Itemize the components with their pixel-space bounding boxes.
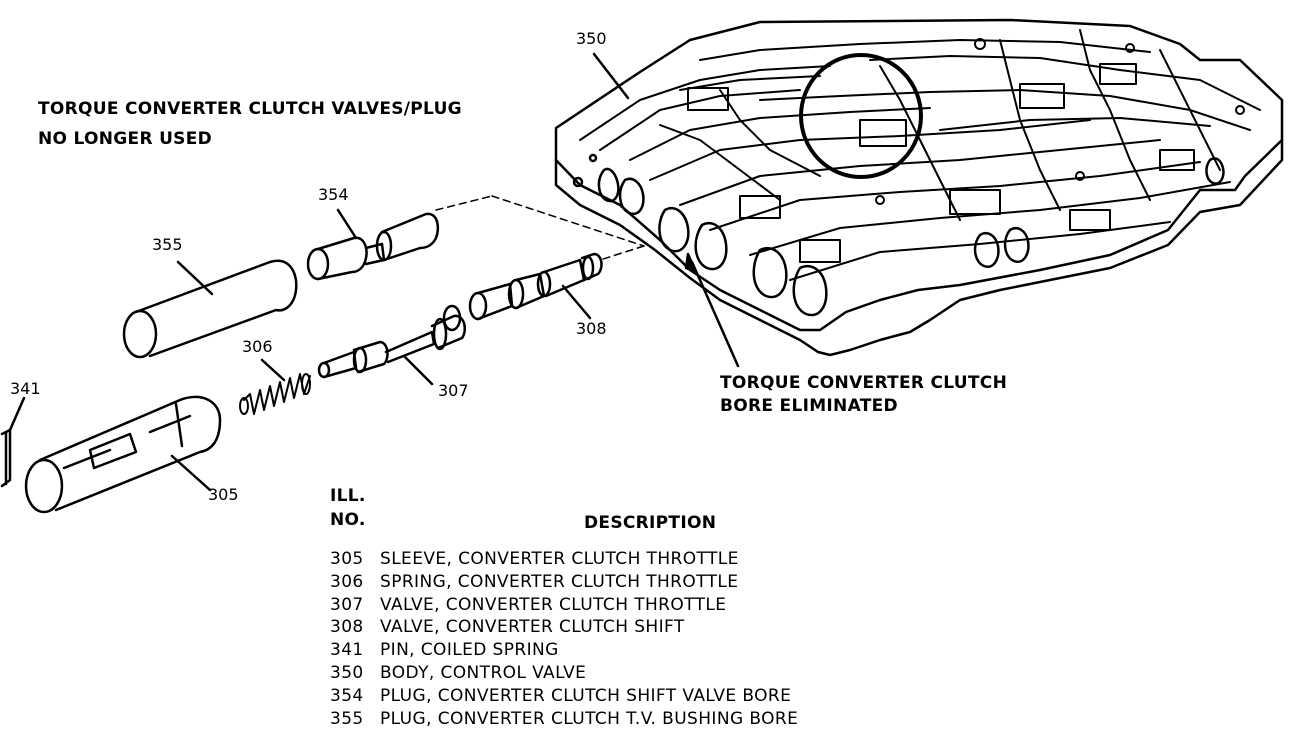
part-307-valve xyxy=(317,304,466,379)
legend-description: SLEEVE, CONVERTER CLUTCH THROTTLE xyxy=(380,549,739,569)
legend-code: 308 xyxy=(330,617,364,638)
note-bore-line2: BORE ELIMINATED xyxy=(720,396,898,416)
callout-350: 350 xyxy=(576,29,607,48)
legend-code: 354 xyxy=(330,685,364,706)
part-341-pin xyxy=(0,428,12,488)
part-355-plug xyxy=(122,259,298,359)
leader-350 xyxy=(592,52,630,100)
bore-eliminated-arrow xyxy=(684,252,740,368)
legend-code: 307 xyxy=(330,594,364,615)
legend-code: 305 xyxy=(330,549,364,569)
legend-description: PLUG, CONVERTER CLUTCH T.V. BUSHING BORE xyxy=(380,708,799,729)
callout-306: 306 xyxy=(242,337,273,356)
alignment-lines xyxy=(435,195,645,261)
note-valves-line1: TORQUE CONVERTER CLUTCH VALVES/PLUG xyxy=(38,99,462,119)
legend-row: 308 VALVE, CONVERTER CLUTCH SHIFT xyxy=(330,616,798,639)
legend-header-no: NO. xyxy=(330,510,366,530)
callout-354: 354 xyxy=(318,185,349,204)
part-354-plug xyxy=(306,212,440,281)
leader-305 xyxy=(170,454,212,492)
leader-306 xyxy=(260,358,286,382)
legend-description: PIN, COILED SPRING xyxy=(380,640,559,661)
callout-341: 341 xyxy=(10,379,41,398)
callout-308: 308 xyxy=(576,319,607,338)
legend-row: 354 PLUG, CONVERTER CLUTCH SHIFT VALVE BO… xyxy=(330,685,798,708)
legend-code: 341 xyxy=(330,640,364,661)
legend-row: 350 BODY, CONTROL VALVE xyxy=(330,662,798,685)
legend-code: 350 xyxy=(330,662,364,683)
legend-description: VALVE, CONVERTER CLUTCH SHIFT xyxy=(380,617,685,638)
part-308-valve xyxy=(468,252,603,321)
leader-341 xyxy=(8,396,26,432)
leader-355 xyxy=(176,260,214,296)
callout-305: 305 xyxy=(208,485,239,504)
legend-row: 307 VALVE, CONVERTER CLUTCH THROTTLE xyxy=(330,594,798,617)
leader-307 xyxy=(402,354,434,386)
callout-355: 355 xyxy=(152,235,183,254)
legend-list: 305 SLEEVE, CONVERTER CLUTCH THROTTLE 306… xyxy=(330,548,798,730)
legend-description: VALVE, CONVERTER CLUTCH THROTTLE xyxy=(380,594,727,615)
legend-description: BODY, CONTROL VALVE xyxy=(380,662,587,683)
control-valve-body xyxy=(554,18,1284,357)
legend-code: 355 xyxy=(330,708,364,729)
note-bore-line1: TORQUE CONVERTER CLUTCH xyxy=(720,373,1008,393)
part-306-spring xyxy=(239,373,311,415)
legend-code: 306 xyxy=(330,571,364,592)
legend-row: 355 PLUG, CONVERTER CLUTCH T.V. BUSHING B… xyxy=(330,708,798,730)
legend-header-description: DESCRIPTION xyxy=(584,513,717,533)
note-valves-line2: NO LONGER USED xyxy=(38,129,213,149)
legend-header-ill: ILL. xyxy=(330,486,366,506)
legend-description: SPRING, CONVERTER CLUTCH THROTTLE xyxy=(380,571,739,592)
legend-description: PLUG, CONVERTER CLUTCH SHIFT VALVE BORE xyxy=(380,685,792,706)
legend-row: 341 PIN, COILED SPRING xyxy=(330,639,798,662)
legend-row: 306 SPRING, CONVERTER CLUTCH THROTTLE xyxy=(330,571,798,594)
part-305-sleeve xyxy=(24,395,222,514)
leader-354 xyxy=(336,208,358,240)
legend-row: 305 SLEEVE, CONVERTER CLUTCH THROTTLE xyxy=(330,548,798,571)
callout-307: 307 xyxy=(438,381,469,400)
leader-308 xyxy=(561,284,592,320)
